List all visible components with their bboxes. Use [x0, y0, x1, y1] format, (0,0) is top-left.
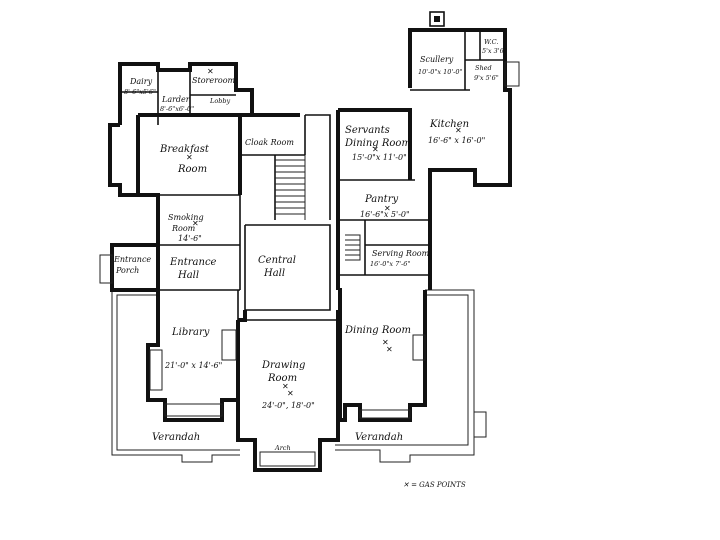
svg-text:✕: ✕	[192, 219, 199, 228]
scullery-label: Scullery	[420, 55, 454, 64]
larder-dim: 8'-6"x6'-0"	[160, 105, 194, 113]
servants-label-2: Dining Room	[344, 138, 411, 149]
servants-dim: 15'-0"x 11'-0"	[352, 153, 407, 162]
breakfast-label: Breakfast	[159, 144, 210, 155]
dairy-dim: 8'-6"x5'6"	[124, 88, 156, 96]
gas-points-key: ✕ = GAS POINTS	[403, 481, 466, 489]
room-labels: Dairy 8'-6"x5'6" Larder 8'-6"x6'-0" Stor…	[113, 38, 507, 489]
serving-dim: 16'-0"x 7'-6"	[370, 260, 410, 268]
smoking-label: Smoking	[168, 213, 204, 222]
pantry-label: Pantry	[364, 194, 398, 205]
svg-text:✕: ✕	[186, 153, 193, 162]
staircase	[275, 155, 361, 261]
svg-text:✕: ✕	[455, 126, 462, 135]
verandah-left-label: Verandah	[152, 432, 200, 443]
larder-label: Larder	[161, 95, 191, 104]
gas-point-marks: ✕ ✕ ✕ ✕ ✕ ✕ ✕ ✕ ✕ ✕	[186, 67, 462, 398]
svg-text:✕: ✕	[382, 338, 389, 347]
storeroom-label: Storeroom	[192, 76, 236, 85]
svg-text:✕: ✕	[372, 145, 379, 154]
smoking-dim: 14'-6"	[178, 234, 202, 243]
scullery-dim: 10'-0"x 10'-0"	[418, 68, 463, 76]
shed-dim: 9'x 5'6"	[474, 74, 499, 82]
central-hall-label: Central	[258, 255, 296, 266]
porch-label: Entrance	[113, 255, 151, 264]
central-hall-label-2: Hall	[263, 268, 285, 279]
drawing-dim: 24'-0", 18'-0"	[261, 401, 315, 410]
chimney	[429, 11, 445, 27]
porch-label-2: Porch	[115, 266, 139, 275]
library-label: Library	[171, 327, 210, 338]
walls	[99, 28, 520, 472]
cloakroom-label: Cloak Room	[245, 138, 294, 147]
entrance-hall-label-2: Hall	[177, 270, 199, 281]
lobby-label: Lobby	[209, 97, 231, 105]
library-dim: 21'-0" x 14'-6"	[164, 361, 222, 370]
kitchen-label: Kitchen	[429, 119, 469, 130]
pantry-dim: 16'-6"x 5'-0"	[360, 210, 410, 219]
smoking-label-2: Room	[171, 224, 196, 233]
kitchen-dim: 16'-6" x 16'-0"	[428, 136, 485, 145]
svg-text:✕: ✕	[207, 67, 214, 76]
drawing-label: Drawing	[261, 360, 305, 371]
arch-label: Arch	[274, 444, 291, 452]
dining-label: Dining Room	[344, 325, 411, 336]
drawing-label-2: Room	[267, 373, 297, 384]
svg-text:✕: ✕	[386, 345, 393, 354]
verandah-right-label: Verandah	[355, 432, 403, 443]
svg-text:✕: ✕	[287, 389, 294, 398]
entrance-hall-label: Entrance	[169, 257, 217, 268]
breakfast-label-2: Room	[177, 164, 207, 175]
wc-dim: 5'x 3'6"	[482, 47, 507, 55]
svg-text:✕: ✕	[384, 204, 391, 213]
wc-label: W.C.	[484, 38, 498, 46]
dairy-label: Dairy	[129, 77, 153, 86]
shed-label: Shed	[475, 64, 492, 72]
verandah-outline	[111, 289, 487, 463]
servants-label: Servants	[345, 125, 390, 136]
serving-label: Serving Room	[372, 249, 430, 258]
svg-text:✕: ✕	[282, 382, 289, 391]
